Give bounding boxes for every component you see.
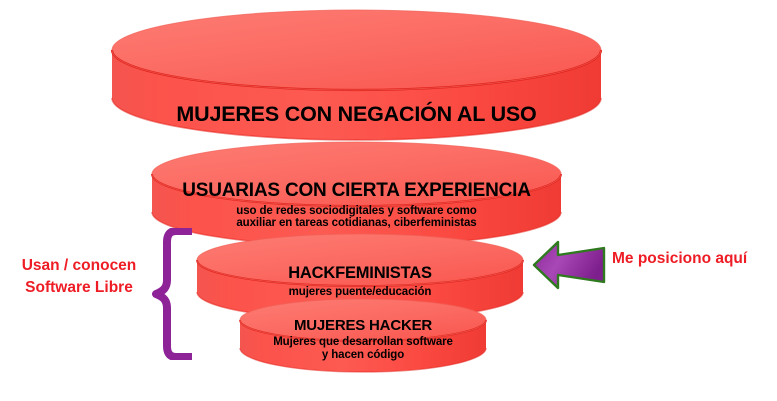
left-annotation-caption: Usan / conocen Software Libre — [4, 255, 154, 300]
funnel-tier-4[interactable]: MUJERES HACKER Mujeres que desarrollan s… — [238, 298, 488, 376]
arrow-left-icon — [532, 238, 610, 292]
left-annotation-line-1: Usan / conocen — [21, 257, 137, 274]
left-annotation-line-2: Software Libre — [25, 279, 133, 297]
curly-brace-left-icon — [148, 227, 196, 361]
right-annotation-label: Me posiciono aquí — [612, 250, 748, 267]
funnel-tier-1[interactable]: MUJERES CON NEGACIÓN AL USO — [110, 8, 603, 141]
funnel-tier-2[interactable]: USUARIAS CON CIERTA EXPERIENCIA uso de r… — [150, 140, 563, 247]
